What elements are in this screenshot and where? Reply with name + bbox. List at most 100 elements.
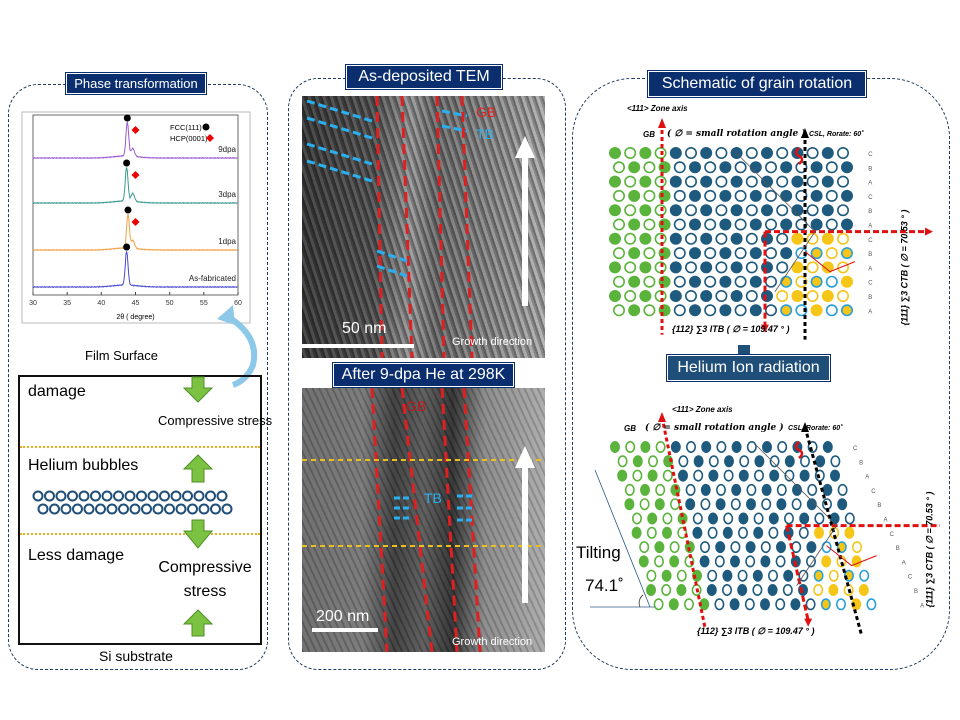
atom [669,555,680,568]
atom [704,161,717,174]
atom [689,189,702,202]
atom [745,555,756,568]
atom [784,512,795,525]
atom [836,175,849,188]
atom [631,526,642,539]
atom [730,232,743,245]
series-label: 9dpa [218,145,236,154]
stacking-label: A [868,266,872,272]
atom [825,161,838,174]
atom [749,275,762,288]
legend-fcc: FCC(111) [170,123,202,132]
atom [762,440,773,453]
atom [719,304,732,317]
atom [724,455,735,468]
x-axis-label: 2θ ( degree) [116,314,154,321]
atom [704,247,717,260]
atom [769,469,780,482]
atom [738,469,749,482]
film-surface-label: Film Surface [85,348,158,363]
ctb-label: {111} ∑3 CTB ( ∅ = 70.53 ° ) [899,209,910,326]
stacking-label: C [853,446,858,452]
xrd-curve-3 [32,251,238,289]
atom [844,512,855,525]
atom [790,598,801,611]
atom [806,146,819,159]
atom [639,498,650,511]
atom [734,275,747,288]
atom [729,598,740,611]
helium-bubble [216,490,228,502]
atom [837,483,848,496]
stacking-label: B [868,252,872,258]
atom [608,290,621,303]
tilt-angle-label: 74.1˚ [585,576,624,595]
atom [813,584,824,597]
atom [780,161,793,174]
atom [673,275,686,288]
helium-bubble [49,503,60,515]
atom [639,261,652,274]
xrd-curve-2 [32,213,238,252]
atom [746,440,757,453]
direction-line [756,445,838,586]
stacking-label: C [908,575,913,581]
atom [700,261,713,274]
atom [765,304,778,317]
gb-line [660,416,707,629]
x-tick-label: 40 [97,300,105,307]
stacking-label: C [890,532,895,538]
scale-bar-bottom: 200 nm [316,608,370,625]
x-tick-label: 35 [63,300,71,307]
helium-bubble [55,490,67,502]
down-arrow-icon [804,618,813,627]
atom [654,555,665,568]
atom [822,483,833,496]
compressive-stress-top: Compressive stress [158,413,273,428]
xrd-curve-0 [32,121,238,160]
atom [765,247,778,260]
helium-bubble [101,490,113,502]
atom [768,526,779,539]
itb-label: {112} ∑3 ITB ( ∅ = 109.47 ° ) [672,324,790,334]
atom [836,232,849,245]
atom [769,455,780,468]
atom [761,290,774,303]
atom [840,218,853,231]
atom [685,261,698,274]
atom [730,541,741,554]
atom [643,247,656,260]
helium-bubble [175,503,187,515]
atom [676,569,687,582]
atom [646,526,657,539]
fcc-marker [124,206,132,214]
atom [673,304,686,317]
helium-bubble [221,503,233,515]
atom [655,440,666,453]
helium-bubble [90,490,101,502]
stacking-label: A [868,224,872,230]
atom [795,304,808,317]
helium-bubble [210,503,221,515]
helium-bubble [136,490,147,502]
atom [734,161,747,174]
atom [752,584,763,597]
atom [806,498,817,511]
atom [780,247,793,260]
helium-bubble [187,503,198,515]
less-damage-label: Less damage [28,547,125,564]
atom [631,512,642,525]
atom [669,541,680,554]
x-tick-label: 60 [234,300,242,307]
atom [676,584,687,597]
atom [678,469,689,482]
atom [760,555,771,568]
atom [767,584,778,597]
atom [775,598,786,611]
legend-hcp: HCP(0001) [170,134,208,143]
stacking-label: C [868,152,873,158]
atom [715,204,728,217]
atom [806,204,819,217]
atom [749,247,762,260]
